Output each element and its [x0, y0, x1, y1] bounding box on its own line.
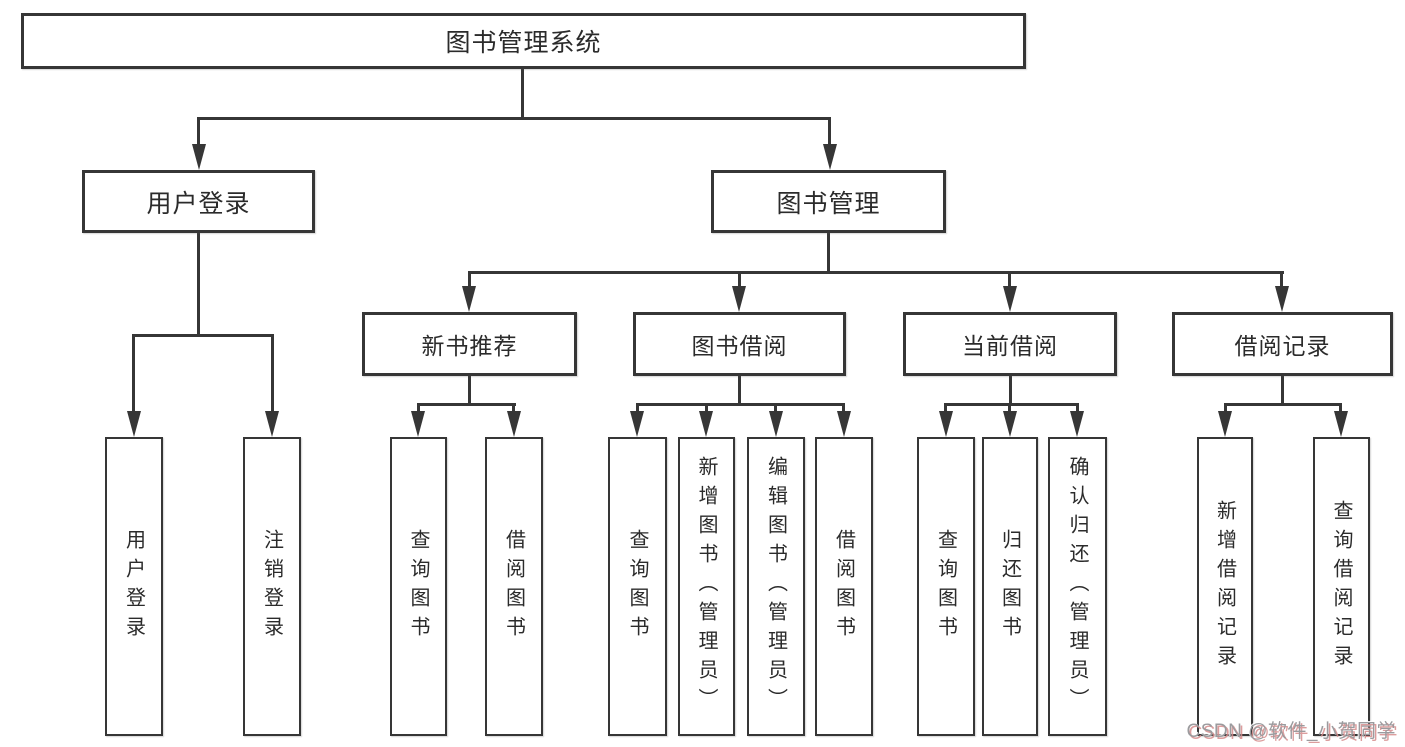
arrowhead-down-icon — [1218, 411, 1232, 437]
connector-vline — [468, 376, 471, 405]
connector-vline — [738, 271, 741, 289]
connector-vline — [197, 233, 200, 336]
connector-vline — [132, 334, 135, 414]
leaf-add-book-admin: 新增图书（管理员） — [678, 437, 735, 736]
connector-vline — [705, 403, 708, 413]
connector-vline — [1339, 403, 1342, 413]
leaf-borrow-books: 借阅图书 — [815, 437, 873, 736]
arrowhead-down-icon — [769, 411, 783, 437]
leaf-confirm-return-admin: 确认归还（管理员） — [1048, 437, 1107, 736]
node-new-book-recommend: 新书推荐 — [362, 312, 577, 376]
arrowhead-down-icon — [1275, 286, 1289, 312]
connector-hline — [1224, 403, 1342, 406]
node-book-borrow: 图书借阅 — [633, 312, 846, 376]
connector-vline — [197, 117, 200, 147]
arrowhead-down-icon — [507, 411, 521, 437]
arrowhead-down-icon — [462, 286, 476, 312]
connector-vline — [271, 334, 274, 414]
connector-vline — [842, 403, 845, 413]
arrowhead-down-icon — [127, 411, 141, 437]
node-user-login: 用户登录 — [82, 170, 315, 233]
leaf-return-book: 归还图书 — [982, 437, 1038, 736]
connector-vline — [944, 403, 947, 413]
arrowhead-down-icon — [411, 411, 425, 437]
connector-hline — [944, 403, 1078, 406]
arrowhead-down-icon — [939, 411, 953, 437]
arrowhead-down-icon — [630, 411, 644, 437]
leaf-query-books-recommend: 查询图书 — [390, 437, 447, 736]
connector-hline — [197, 117, 831, 120]
connector-vline — [827, 233, 830, 273]
leaf-logout: 注销登录 — [243, 437, 301, 736]
leaf-user-login: 用户登录 — [105, 437, 163, 736]
csdn-watermark: CSDN @软件_小贺同学 — [1186, 721, 1396, 742]
node-current-borrow: 当前借阅 — [903, 312, 1117, 376]
leaf-edit-book-admin: 编辑图书（管理员） — [747, 437, 805, 736]
node-borrow-records: 借阅记录 — [1172, 312, 1393, 376]
connector-vline — [1224, 403, 1227, 413]
arrowhead-down-icon — [1070, 411, 1084, 437]
arrowhead-down-icon — [1334, 411, 1348, 437]
connector-vline — [521, 69, 524, 119]
connector-hline — [132, 334, 274, 337]
connector-vline — [774, 403, 777, 413]
arrowhead-down-icon — [265, 411, 279, 437]
connector-vline — [417, 403, 420, 413]
arrowhead-down-icon — [837, 411, 851, 437]
leaf-query-books-borrow: 查询图书 — [608, 437, 667, 736]
connector-vline — [828, 117, 831, 147]
connector-vline — [512, 403, 515, 413]
arrowhead-down-icon — [732, 286, 746, 312]
connector-hline — [636, 403, 845, 406]
node-book-management: 图书管理 — [711, 170, 946, 233]
connector-vline — [1009, 376, 1012, 405]
arrowhead-down-icon — [1003, 411, 1017, 437]
connector-vline — [1008, 403, 1011, 413]
connector-vline — [1280, 271, 1283, 289]
arrowhead-down-icon — [192, 144, 206, 170]
arrowhead-down-icon — [823, 144, 837, 170]
node-library-system: 图书管理系统 — [21, 13, 1026, 69]
connector-vline — [636, 403, 639, 413]
leaf-borrow-books-recommend: 借阅图书 — [485, 437, 543, 736]
arrowhead-down-icon — [699, 411, 713, 437]
connector-vline — [1076, 403, 1079, 413]
connector-hline — [417, 403, 516, 406]
connector-hline — [468, 271, 1284, 274]
connector-vline — [1008, 271, 1011, 289]
connector-vline — [738, 376, 741, 405]
leaf-add-borrow-record: 新增借阅记录 — [1197, 437, 1253, 736]
arrowhead-down-icon — [1003, 286, 1017, 312]
leaf-query-borrow-record: 查询借阅记录 — [1313, 437, 1370, 736]
leaf-query-books-current: 查询图书 — [917, 437, 975, 736]
connector-vline — [468, 271, 471, 289]
connector-vline — [1281, 376, 1284, 405]
